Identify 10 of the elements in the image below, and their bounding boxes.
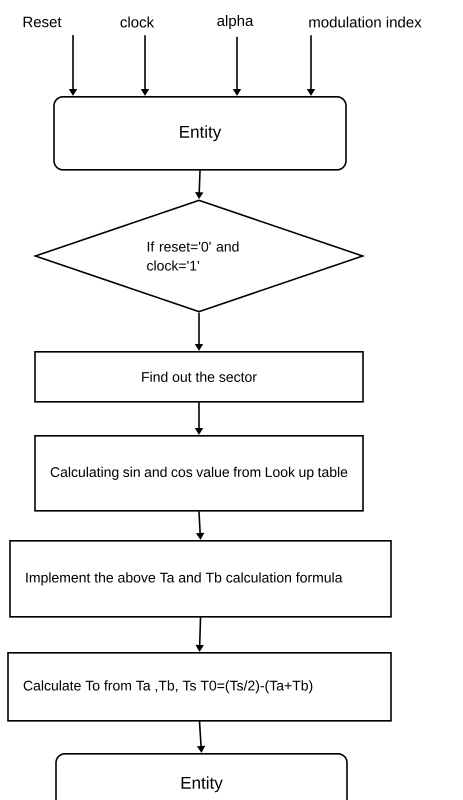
terminal-box: Entity bbox=[53, 96, 347, 171]
input-label: Reset bbox=[24, 16, 62, 28]
process-box: Calculating sin and cos value from Look up table bbox=[34, 435, 364, 512]
input-label: clock bbox=[120, 16, 154, 28]
process-box: Implement the above Ta and Tb calculation formula bbox=[9, 540, 392, 618]
process-box: Find out the sector bbox=[34, 351, 364, 403]
input-label: alpha bbox=[217, 15, 254, 29]
input-label: modulation index bbox=[309, 16, 422, 28]
process-box: Calculate To from Ta ,Tb, Ts T0=(Ts/2)-(Ta+Tb) bbox=[7, 652, 392, 722]
terminal-box: Entity bbox=[55, 753, 348, 800]
